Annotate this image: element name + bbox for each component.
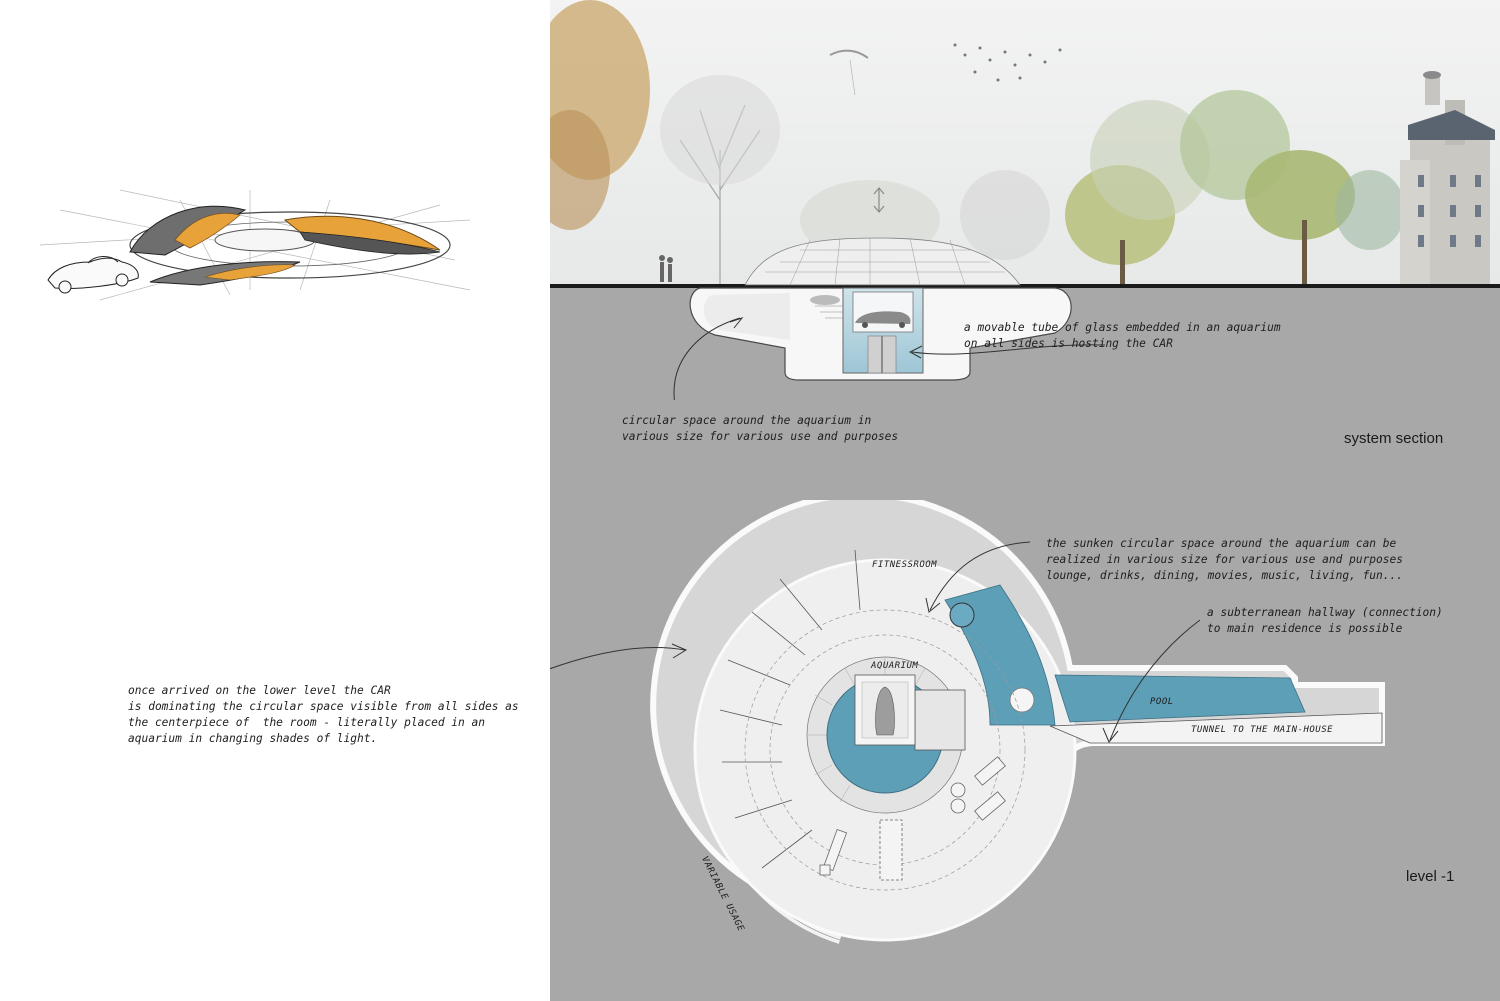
- circular-space-note: circular space around the aquarium in va…: [622, 414, 899, 443]
- car-intro-note: once arrived on the lower level the CAR …: [128, 684, 519, 745]
- castle: [1400, 71, 1495, 287]
- concept-sketch: [39, 189, 471, 301]
- landscape-trees: [550, 0, 1405, 285]
- glass-tube-note: a movable tube of glass embedded in an a…: [964, 321, 1281, 350]
- hallway-note: a subterranean hallway (connection) to m…: [1207, 606, 1443, 635]
- floor-plan: [550, 500, 1385, 944]
- plan-title: level -1: [1406, 868, 1455, 885]
- tunnel-label: TUNNEL TO THE MAIN-HOUSE: [1191, 725, 1334, 735]
- right-panel: a movable tube of glass embedded in an a…: [550, 0, 1500, 1001]
- left-panel: once arrived on the lower level the CAR …: [0, 0, 550, 1001]
- section-title: system section: [1344, 430, 1444, 447]
- section-drawing: [550, 0, 1500, 400]
- birds: [953, 43, 1062, 82]
- fitness-room-label: FITNESSROOM: [872, 560, 938, 570]
- pool-label: POOL: [1150, 697, 1174, 707]
- sunken-space-note: the sunken circular space around the aqu…: [1046, 537, 1403, 582]
- aquarium-label: AQUARIUM: [871, 661, 919, 671]
